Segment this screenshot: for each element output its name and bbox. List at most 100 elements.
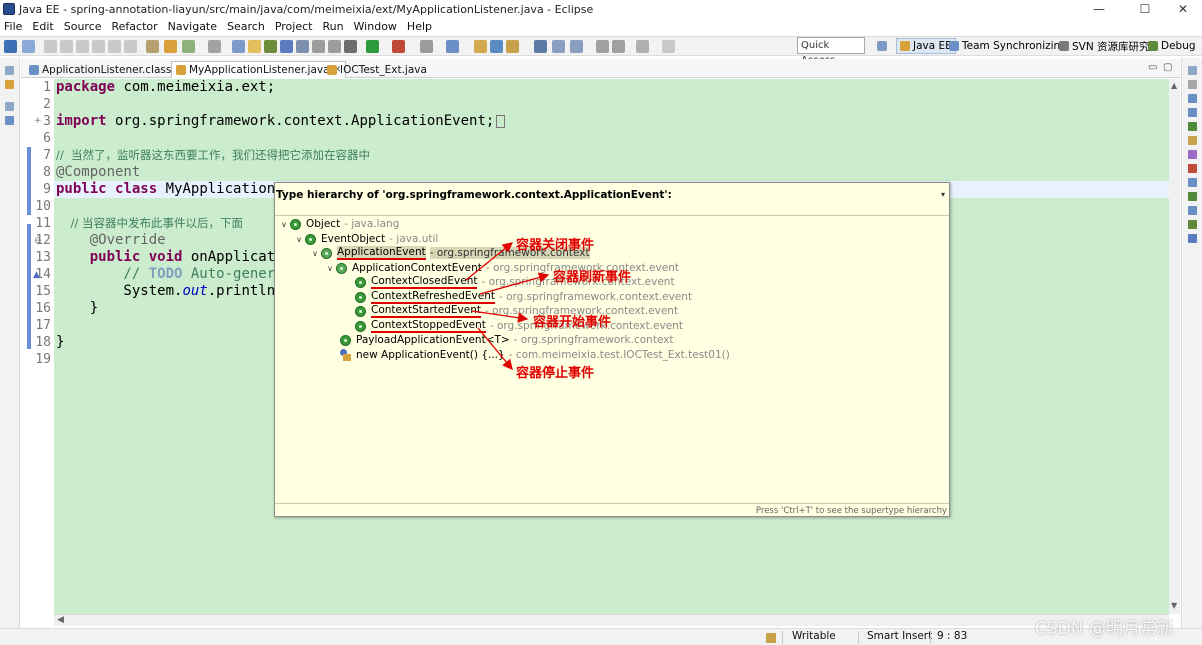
progress-icon[interactable] <box>1188 220 1197 229</box>
search-view-icon[interactable] <box>1188 234 1197 243</box>
scroll-left-icon[interactable]: ◀ <box>57 615 64 625</box>
tree-node-applicationcontextevent[interactable]: ∨ApplicationContextEvent- org.springfram… <box>324 261 679 275</box>
servers-icon[interactable] <box>1188 150 1197 159</box>
close-tab-icon[interactable]: ✕ <box>333 65 342 75</box>
menu-navigate[interactable]: Navigate <box>167 19 218 33</box>
tree-node-anonymous-class[interactable]: new ApplicationEvent() {...}- com.meimei… <box>339 348 730 362</box>
skip-breakpoints-icon[interactable] <box>44 40 57 53</box>
minimize-editor-icon[interactable]: ▭ <box>1148 62 1158 73</box>
step-into-icon[interactable] <box>124 40 137 53</box>
problems-icon[interactable] <box>1188 192 1197 201</box>
perspective-debug[interactable]: Debug <box>1148 38 1196 54</box>
open-project-icon[interactable] <box>474 40 487 53</box>
tree-node-contextrefreshedevent[interactable]: ContextRefreshedEvent- org.springframewo… <box>355 290 692 304</box>
run-icon[interactable] <box>366 40 379 53</box>
open-perspective-button[interactable] <box>877 38 890 54</box>
mark-occurrences-icon[interactable] <box>552 40 565 53</box>
suspend-icon[interactable] <box>76 40 89 53</box>
restore-icon[interactable] <box>1188 66 1197 75</box>
tab-my-application-listener[interactable]: MyApplicationListener.java✕ <box>171 61 347 78</box>
menu-window[interactable]: Window <box>353 19 397 33</box>
class-icon <box>355 291 366 303</box>
prev-annotation-icon[interactable] <box>596 40 609 53</box>
terminate-icon[interactable] <box>92 40 105 53</box>
perspective-team-sync[interactable]: Team Synchronizing <box>949 38 1067 54</box>
console-icon[interactable] <box>1188 206 1197 215</box>
fold-expand-icon[interactable]: + <box>34 116 42 126</box>
menu-edit[interactable]: Edit <box>32 19 54 33</box>
debug-icon[interactable] <box>344 40 357 53</box>
menu-source[interactable]: Source <box>63 19 102 33</box>
tree-expand-icon[interactable]: ∨ <box>281 219 287 229</box>
tree-expand-icon[interactable]: ∨ <box>312 248 318 258</box>
disconnect-icon[interactable] <box>108 40 121 53</box>
properties-icon[interactable] <box>1188 136 1197 145</box>
tab-application-listener-class[interactable]: ApplicationListener.class <box>25 61 175 78</box>
tree-expand-icon[interactable]: ∨ <box>296 234 302 244</box>
save-icon[interactable] <box>22 40 35 53</box>
maximize-editor-icon[interactable]: ▢ <box>1163 62 1173 73</box>
highlight-icon[interactable] <box>280 40 293 53</box>
data-source-icon[interactable] <box>1188 164 1197 173</box>
outline-icon[interactable] <box>5 116 14 125</box>
annotation-icon[interactable] <box>264 40 277 53</box>
menu-run[interactable]: Run <box>322 19 344 33</box>
block-selection-icon[interactable] <box>312 40 325 53</box>
tab-ioctest-ext[interactable]: IOCTest_Ext.java <box>323 61 431 78</box>
next-annotation-icon[interactable] <box>570 40 583 53</box>
snippets-icon[interactable] <box>1188 178 1197 187</box>
back-icon[interactable] <box>636 40 649 53</box>
open-type-icon[interactable] <box>164 40 177 53</box>
perspective-svn[interactable]: SVN 资源库研究 <box>1059 38 1150 54</box>
toggle-icon[interactable] <box>296 40 309 53</box>
globe-icon[interactable] <box>534 40 547 53</box>
open-perspective-icon[interactable] <box>232 40 245 53</box>
menu-help[interactable]: Help <box>406 19 432 33</box>
menu-file[interactable]: File <box>4 19 23 33</box>
tree-node-contextstoppedevent[interactable]: ContextStoppedEvent- org.springframework… <box>355 319 683 333</box>
coverage-icon[interactable] <box>392 40 405 53</box>
show-whitespace-icon[interactable] <box>328 40 341 53</box>
scroll-up-icon[interactable]: ▲ <box>1171 81 1178 90</box>
tree-expand-icon[interactable]: ∨ <box>327 263 333 273</box>
close-window-button[interactable]: ✕ <box>1177 2 1189 16</box>
server-icon[interactable] <box>146 40 159 53</box>
new-java-package-icon[interactable] <box>446 40 459 53</box>
task-list-icon[interactable] <box>1188 108 1197 117</box>
view-menu-icon[interactable]: ▾ <box>940 190 945 199</box>
horizontal-scrollbar[interactable]: ◀ <box>54 614 1169 626</box>
perspective-java-ee[interactable]: Java EE <box>896 38 956 54</box>
quick-access-input[interactable]: Quick Access <box>797 37 865 66</box>
new-server-icon[interactable] <box>182 40 195 53</box>
outline-view-icon[interactable] <box>1188 94 1197 103</box>
menu-project[interactable]: Project <box>274 19 313 33</box>
debug-config-icon[interactable] <box>208 40 221 53</box>
tree-node-object[interactable]: ∨Object- java.lang <box>278 217 399 231</box>
new-icon[interactable] <box>4 40 17 53</box>
open-folder-icon[interactable] <box>248 40 261 53</box>
tree-node-eventobject[interactable]: ∨EventObject- java.util <box>293 232 438 246</box>
tree-node-payloadapplicationevent[interactable]: PayloadApplicationEvent<T>- org.springfr… <box>340 333 674 347</box>
vertical-scrollbar[interactable]: ▲ ▼ <box>1169 79 1180 614</box>
tree-node-contextstartedevent[interactable]: ContextStartedEvent- org.springframework… <box>355 304 678 318</box>
markers-icon[interactable] <box>1188 122 1197 131</box>
project-explorer-icon[interactable] <box>5 80 14 89</box>
restore-icon[interactable] <box>5 66 14 75</box>
restore-icon[interactable] <box>5 102 14 111</box>
menu-search[interactable]: Search <box>227 19 265 33</box>
forward-icon[interactable] <box>662 40 675 53</box>
search-toolbar-icon[interactable] <box>490 40 503 53</box>
menu-refactor[interactable]: Refactor <box>111 19 158 33</box>
pen-icon[interactable] <box>506 40 519 53</box>
minimize-button[interactable]: — <box>1093 2 1105 16</box>
external-tools-icon[interactable] <box>420 40 433 53</box>
folded-import-marker[interactable] <box>496 114 506 128</box>
maximize-button[interactable]: ☐ <box>1139 2 1151 16</box>
last-edit-icon[interactable] <box>612 40 625 53</box>
type-hierarchy-popup[interactable]: Type hierarchy of 'org.springframework.c… <box>274 182 950 517</box>
scroll-down-icon[interactable]: ▼ <box>1171 601 1178 610</box>
fold-collapse-icon[interactable]: ⊖ <box>34 236 42 246</box>
resume-icon[interactable] <box>60 40 73 53</box>
maximize-icon[interactable] <box>1188 80 1197 89</box>
